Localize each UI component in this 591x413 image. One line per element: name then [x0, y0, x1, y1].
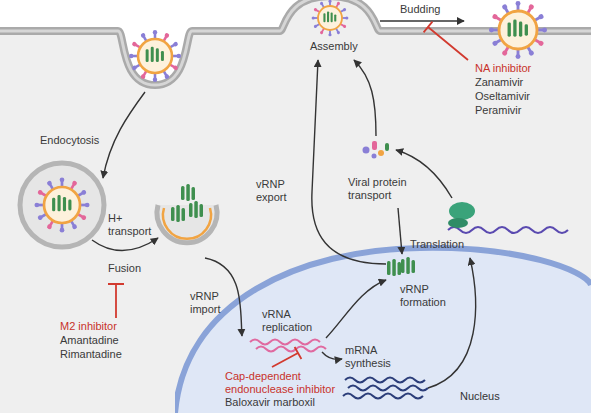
process-label: vRNP import: [190, 290, 230, 316]
export-arrow: [312, 60, 386, 264]
cytoplasmic-mrna: [448, 227, 568, 233]
replication-arrow: [326, 280, 386, 338]
process-label: Fusion: [108, 262, 141, 275]
drug-name: Oseltamivir: [475, 90, 530, 103]
cell-membrane-inner: [0, 0, 591, 85]
drug-name: Baloxavir marboxil: [225, 396, 315, 409]
protein-import-arrow: [398, 208, 402, 254]
cell-membrane: [0, 0, 591, 85]
vrnp-cluster: [401, 257, 415, 274]
process-label: vRNP formation: [400, 283, 456, 309]
entering-virion: [129, 30, 181, 82]
drug-name: Peramivir: [475, 104, 521, 117]
process-label: vRNA replication: [262, 308, 320, 334]
vrna-strand: [256, 347, 326, 352]
assembling-virion: [312, 0, 349, 36]
translation-arrow: [396, 150, 452, 198]
m2-inhibition-line: [108, 284, 124, 318]
budding-arrow: [380, 20, 464, 21]
mrna-export-arrow: [428, 258, 476, 388]
node-label: Nucleus: [460, 390, 500, 403]
drug-class-label: Cap-dependent endonuclease inhibitor: [225, 370, 357, 396]
process-label: Assembly: [310, 40, 358, 53]
process-label: mRNA synthesis: [345, 344, 397, 370]
fused-envelope: [163, 208, 211, 239]
endocytosis-arrow: [103, 92, 145, 178]
drug-class-label: M2 inhibitor: [60, 320, 117, 333]
na-inhibition-line: [424, 22, 468, 60]
process-label: Budding: [400, 3, 440, 16]
released-virion: [489, 1, 547, 59]
drug-name: Rimantadine: [60, 348, 122, 361]
viral-proteins: [363, 141, 390, 159]
drug-name: Amantadine: [60, 334, 119, 347]
vrna-strand: [250, 340, 320, 345]
process-label: Translation: [410, 238, 464, 251]
released-vrnp: [189, 201, 203, 218]
fusion-arrow: [92, 238, 158, 251]
released-vrnp: [181, 184, 195, 201]
ribosome-small: [448, 218, 468, 228]
released-vrnp: [171, 205, 185, 222]
transcription-arrow: [322, 352, 342, 359]
process-label: Viral protein transport: [348, 176, 416, 202]
mrna-strand: [343, 394, 423, 399]
process-label: Endocytosis: [40, 134, 99, 147]
drug-name: Zanamivir: [475, 76, 523, 89]
mrna-strand: [345, 378, 425, 383]
process-label: vRNP export: [256, 178, 300, 204]
endonuclease-inhibition-line: [272, 347, 301, 367]
process-label: H+ transport: [108, 212, 160, 238]
protein-transport-arrow: [354, 60, 376, 136]
endosome-virion: [34, 177, 89, 232]
mrna-strand: [348, 386, 428, 391]
endosome: [20, 163, 104, 247]
fused-endosome: [157, 205, 217, 243]
drug-class-label: NA inhibitor: [475, 62, 531, 75]
vrnp-cluster: [387, 259, 401, 276]
ribosome-large: [449, 202, 475, 220]
